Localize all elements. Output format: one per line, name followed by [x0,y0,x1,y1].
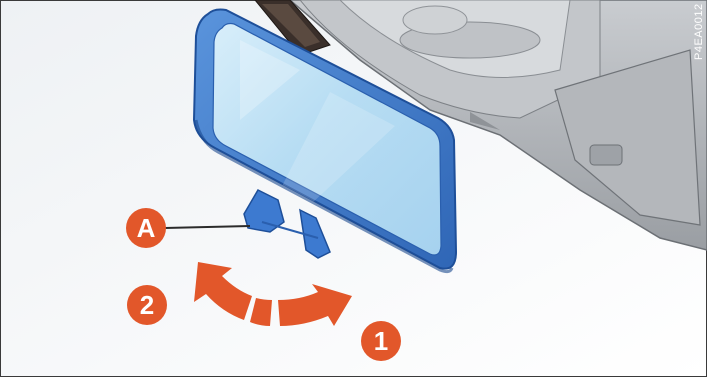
label-a-text: A [137,213,156,243]
step-2-badge: 2 [127,285,167,325]
step-1-text: 1 [374,326,388,356]
figure-code: P4EA0012 [693,3,705,60]
label-a-badge: A [126,208,166,248]
step-2-text: 2 [140,290,154,320]
step-1-badge: 1 [361,321,401,361]
